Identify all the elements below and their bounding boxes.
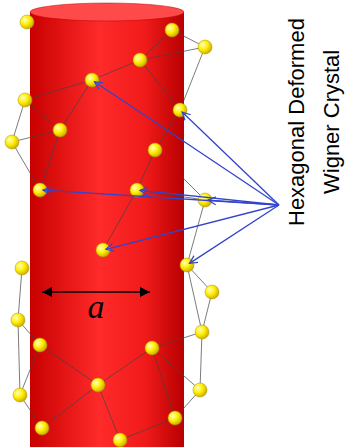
lattice-line (98, 348, 152, 385)
cylinder-top (30, 3, 184, 21)
electron-sphere (198, 40, 212, 54)
electron-sphere (13, 388, 27, 402)
lattice-line (103, 190, 137, 250)
lattice-line (120, 418, 175, 440)
lattice-line (25, 80, 92, 100)
lattice-line (60, 80, 92, 130)
lattice-line (40, 130, 60, 190)
lattice-line (187, 265, 202, 332)
electron-sphere (35, 421, 49, 435)
lattice-line (152, 348, 175, 418)
electron-sphere (53, 123, 67, 137)
electron-sphere (5, 135, 19, 149)
lattice-line (152, 332, 202, 348)
lattice-line (12, 130, 60, 142)
electron-sphere (165, 23, 179, 37)
pointer-arrow (106, 205, 279, 249)
lattice-line (140, 47, 205, 60)
electron-sphere (91, 378, 105, 392)
electron-sphere (11, 313, 25, 327)
electron-sphere (33, 338, 47, 352)
pointer-arrow (94, 82, 279, 205)
electron-sphere (193, 383, 207, 397)
lattice-lines (12, 30, 212, 440)
lattice-line (40, 345, 98, 385)
pointer-arrow (140, 190, 279, 205)
lattice-line (200, 332, 202, 390)
lattice-line (140, 60, 180, 110)
lattice-line (12, 142, 40, 190)
lattice-line (180, 47, 205, 110)
annotation-label: Hexagonal Deformed (286, 18, 308, 226)
lattice-line (42, 385, 98, 428)
electron-spheres (5, 15, 219, 447)
lattice-line (92, 60, 140, 80)
pointer-arrow (182, 112, 279, 205)
electron-sphere (180, 258, 194, 272)
pointer-arrow (190, 205, 279, 263)
electron-sphere (168, 411, 182, 425)
electron-sphere (113, 433, 127, 447)
electron-sphere (145, 341, 159, 355)
electron-sphere (96, 243, 110, 257)
electron-sphere (15, 261, 29, 275)
electron-sphere (205, 285, 219, 299)
electron-sphere (133, 53, 147, 67)
pointer-arrow (43, 190, 279, 205)
lattice-line (98, 385, 120, 440)
cylinder-body (30, 12, 184, 447)
dimension-label: a (88, 290, 105, 324)
pointer-arrows (43, 82, 279, 264)
electron-sphere (18, 93, 32, 107)
electron-sphere (195, 325, 209, 339)
electron-sphere (85, 73, 99, 87)
lattice-line (20, 345, 40, 395)
lattice-line (18, 268, 22, 320)
annotation-label: Wigner Crystal (321, 50, 343, 194)
lattice-line (18, 320, 20, 395)
electron-sphere (20, 15, 34, 29)
electron-sphere (148, 143, 162, 157)
pointer-arrow (208, 200, 279, 205)
